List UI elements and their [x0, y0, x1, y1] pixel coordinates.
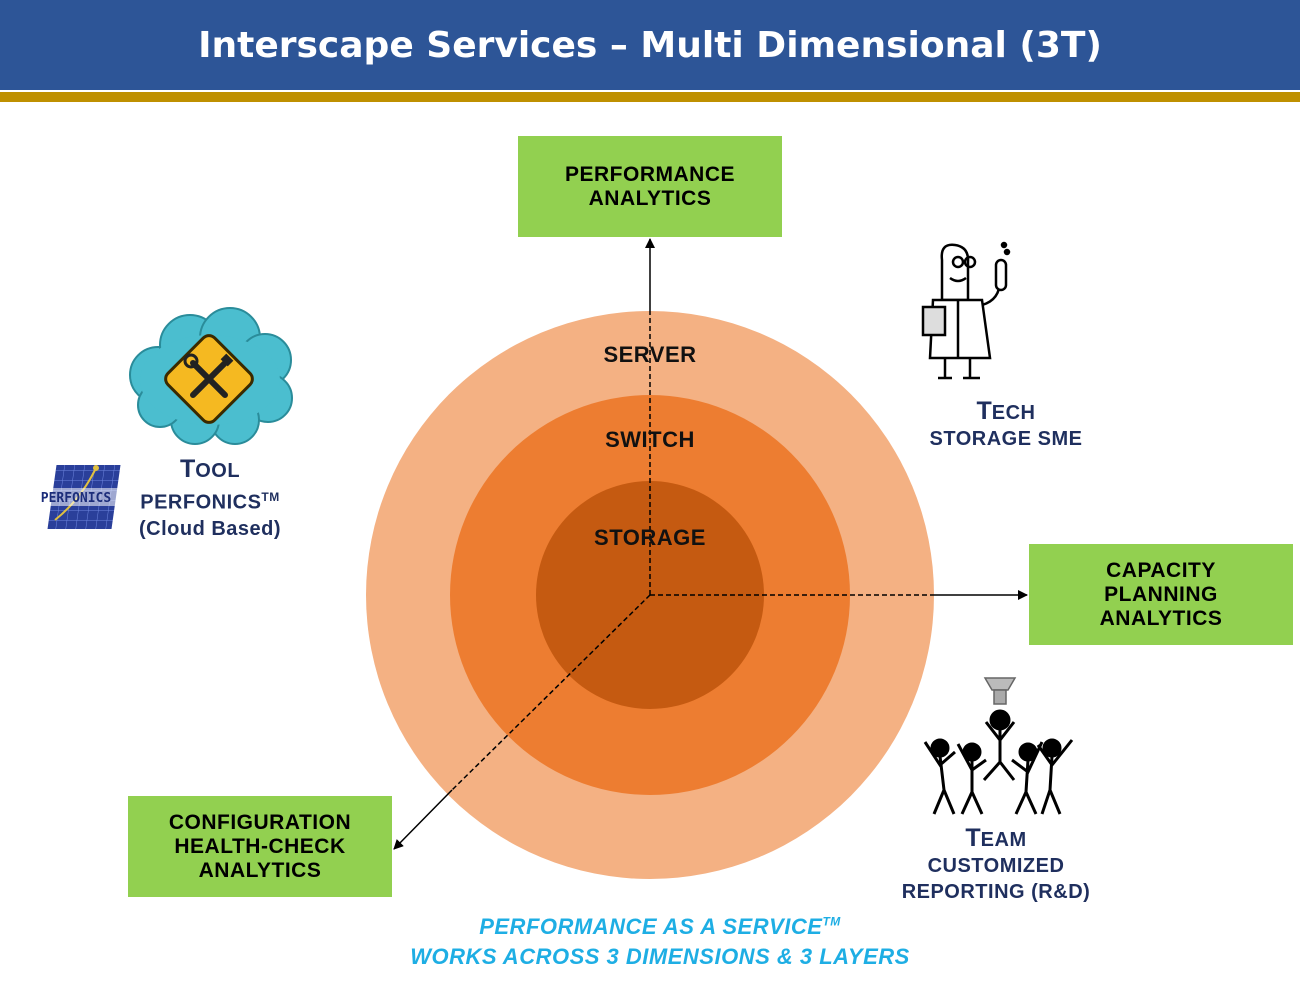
axis-diag-dashed: [451, 594, 651, 791]
footer-line-1: PERFORMANCE AS A SERVICE: [479, 914, 823, 939]
configuration-line-1: CONFIGURATION: [168, 810, 352, 834]
tech-initial: T: [976, 397, 992, 425]
team-rest: EAM: [980, 829, 1027, 851]
configuration-line-3: ANALYTICS: [198, 858, 322, 882]
capacity-analytics-box: CAPACITY PLANNING ANALYTICS: [1029, 544, 1293, 645]
performance-line-2: ANALYTICS: [588, 186, 712, 210]
tool-initial: T: [179, 455, 196, 483]
header-divider: [0, 90, 1300, 92]
tool-product: PERFONICS: [140, 491, 262, 514]
footer-tagline: PERFORMANCE AS A SERVICETM WORKS ACROSS …: [300, 914, 1020, 970]
team-subtitle-1: CUSTOMIZED: [927, 855, 1065, 877]
team-celebration-icon: [923, 677, 1074, 815]
scientist-icon: [921, 241, 1011, 380]
performance-analytics-box: PERFORMANCE ANALYTICS: [518, 136, 782, 237]
capacity-line-3: ANALYTICS: [1099, 606, 1223, 630]
cloud-wrench-icon: [129, 307, 293, 445]
team-subtitle-2: REPORTING (R&D): [901, 881, 1091, 903]
tool-dimension: TOOL PERFONICSTM (Cloud Based): [110, 455, 310, 542]
footer-trademark: TM: [822, 914, 841, 929]
team-dimension: TEAM CUSTOMIZED REPORTING (R&D): [876, 824, 1116, 905]
tool-subtitle: (Cloud Based): [138, 517, 282, 540]
tech-dimension: TECH STORAGE SME: [906, 397, 1106, 452]
configuration-analytics-box: CONFIGURATION HEALTH-CHECK ANALYTICS: [128, 796, 392, 897]
tech-subtitle: STORAGE SME: [929, 428, 1083, 450]
header-accent-stripe: [0, 92, 1300, 102]
capacity-line-2: PLANNING: [1104, 582, 1218, 606]
footer-line-2: WORKS ACROSS 3 DIMENSIONS & 3 LAYERS: [410, 944, 910, 969]
page-title: Interscape Services – Multi Dimensional …: [198, 24, 1102, 66]
configuration-line-2: HEALTH-CHECK: [174, 834, 346, 858]
capacity-line-1: CAPACITY: [1106, 558, 1216, 582]
tech-rest: ECH: [991, 402, 1036, 424]
layer-label-storage: STORAGE: [594, 525, 706, 550]
team-initial: T: [965, 824, 981, 852]
performance-line-1: PERFORMANCE: [564, 162, 735, 186]
tool-trademark: TM: [261, 490, 280, 504]
tool-rest: OOL: [195, 460, 241, 482]
layer-label-server: SERVER: [603, 342, 697, 367]
layer-label-switch: SWITCH: [605, 427, 695, 452]
header-bar: [0, 0, 1300, 90]
perfonics-logo-text: PERFONICS: [41, 491, 112, 506]
arrow-diag: [393, 789, 453, 850]
perfonics-logo: PERFONICS: [24, 465, 128, 529]
